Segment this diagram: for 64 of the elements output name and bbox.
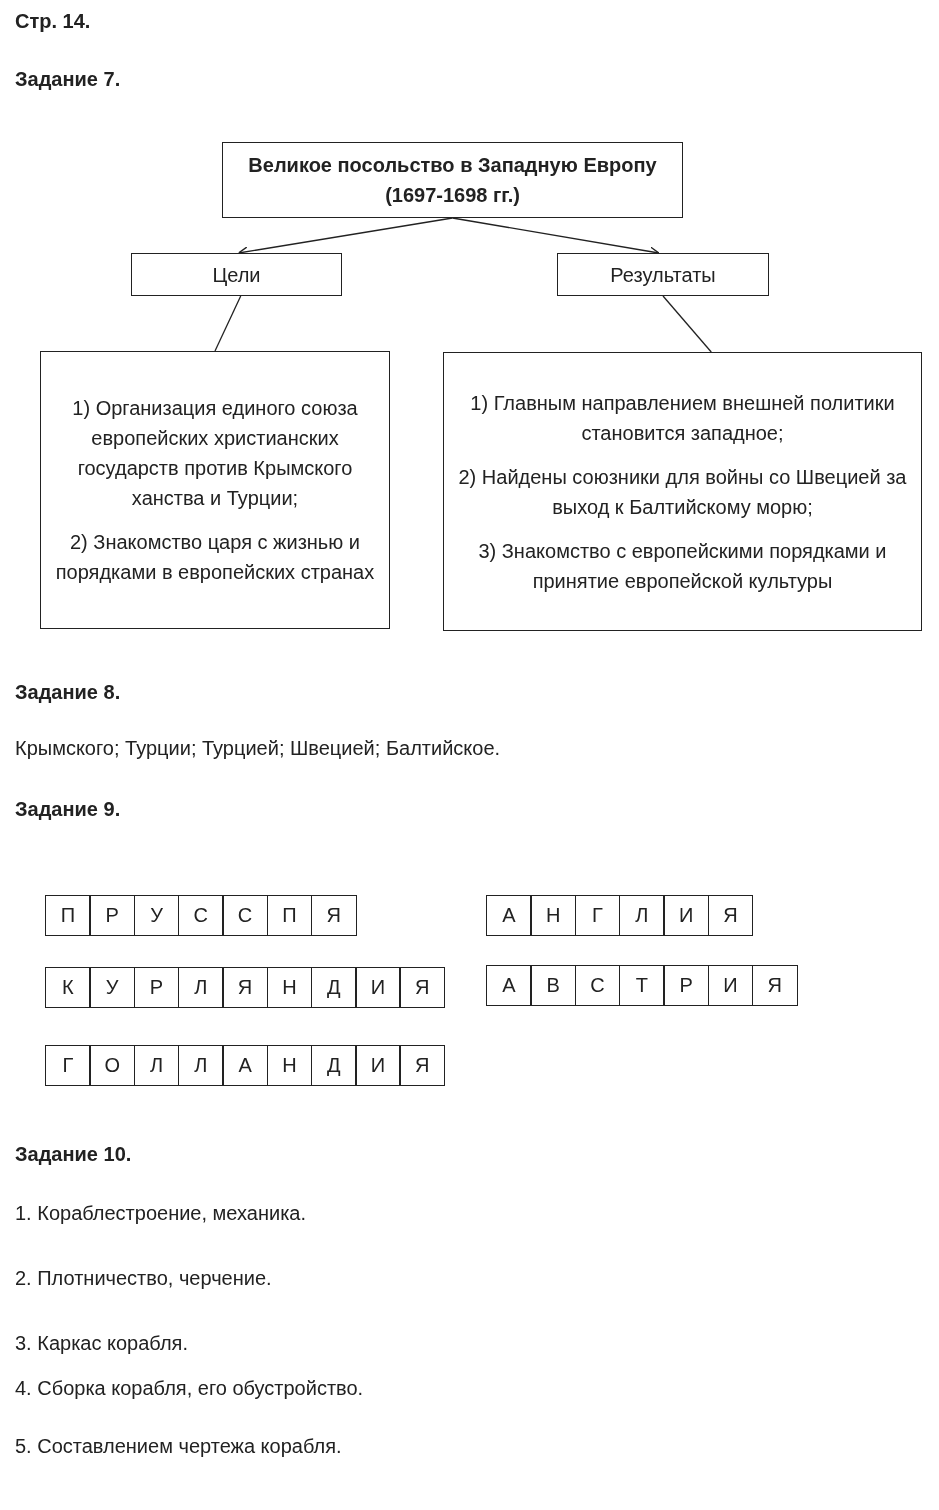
letter-cell: Г <box>45 1045 91 1086</box>
letter-cell: Л <box>177 967 224 1008</box>
letter-cell: С <box>177 895 224 936</box>
heading: Задание 7. <box>15 68 121 91</box>
letter-cell: Р <box>133 967 180 1008</box>
letter-cell: Н <box>266 967 313 1008</box>
category-box <box>131 253 342 296</box>
letter-cell: Т <box>618 965 665 1006</box>
letter-cell: Л <box>618 895 665 936</box>
letter-cell: К <box>45 967 91 1008</box>
title-box <box>222 142 683 218</box>
letter-cell: П <box>266 895 313 936</box>
letter-cell: И <box>707 965 754 1006</box>
letter-cell: И <box>663 895 709 936</box>
letter-cell: Я <box>399 967 446 1008</box>
letter-cell: Я <box>399 1045 446 1086</box>
heading: Задание 10. <box>15 1143 132 1166</box>
connector-line <box>662 295 712 353</box>
letter-cell: Я <box>222 967 268 1008</box>
letter-cell: Я <box>751 965 798 1006</box>
letter-cell: Д <box>310 967 357 1008</box>
letter-cell: В <box>530 965 577 1006</box>
node-text: 2) Найдены союзники для войны со Швецией за выход к Балтийскому морю; <box>457 464 908 520</box>
letter-cell: И <box>355 1045 401 1086</box>
content-box <box>40 351 390 629</box>
letter-cell: Н <box>266 1045 313 1086</box>
letter-cell: А <box>222 1045 268 1086</box>
answer-text: 3. Каркас корабля. <box>15 1332 188 1355</box>
letter-cell: С <box>574 965 621 1006</box>
heading: Задание 8. <box>15 681 121 704</box>
node-text: 3) Знакомство с европейскими порядками и принятие европейской культуры <box>477 538 888 594</box>
letter-cell: Г <box>574 895 621 936</box>
connector-line <box>214 295 242 352</box>
letter-cell: Л <box>133 1045 180 1086</box>
category-box <box>557 253 769 296</box>
node-text: Цели <box>212 262 261 288</box>
letter-cell: А <box>486 895 532 936</box>
answer-text: 1. Кораблестроение, механика. <box>15 1202 306 1225</box>
heading: Стр. 14. <box>15 10 91 33</box>
letter-cell: У <box>89 967 136 1008</box>
node-text: 1) Главным направлением внешней политики становится западное; <box>469 390 896 446</box>
answer-text: Крымского; Турции; Турцией; Швецией; Балтийское. <box>15 737 501 760</box>
node-text: 2) Знакомство царя с жизнью и порядками в европейских странах <box>54 530 376 585</box>
letter-cell: А <box>486 965 532 1006</box>
answer-text: 4. Сборка корабля, его обустройство. <box>15 1377 364 1400</box>
node-text: Великое посольство в Западную Европу (1697-1698 гг.) <box>247 153 658 208</box>
letter-cell: С <box>222 895 268 936</box>
letter-cell: Н <box>530 895 577 936</box>
node-text: Результаты <box>610 262 716 288</box>
content-box <box>443 352 922 631</box>
letter-cell: Л <box>177 1045 224 1086</box>
letter-cell: Д <box>310 1045 357 1086</box>
letter-cell: О <box>89 1045 136 1086</box>
letter-cell: И <box>355 967 401 1008</box>
letter-cell: Я <box>310 895 357 936</box>
node-text: 1) Организация единого союза европейских христианских государств против Крымского ханства и Турции; <box>71 396 359 511</box>
heading: Задание 9. <box>15 798 121 821</box>
letter-cell: У <box>133 895 180 936</box>
letter-cell: П <box>45 895 91 936</box>
letter-cell: Я <box>707 895 754 936</box>
answer-text: 2. Плотничество, черчение. <box>15 1267 272 1290</box>
answer-text: 5. Составлением чертежа корабля. <box>15 1435 342 1458</box>
letter-cell: Р <box>89 895 136 936</box>
letter-cell: Р <box>663 965 709 1006</box>
